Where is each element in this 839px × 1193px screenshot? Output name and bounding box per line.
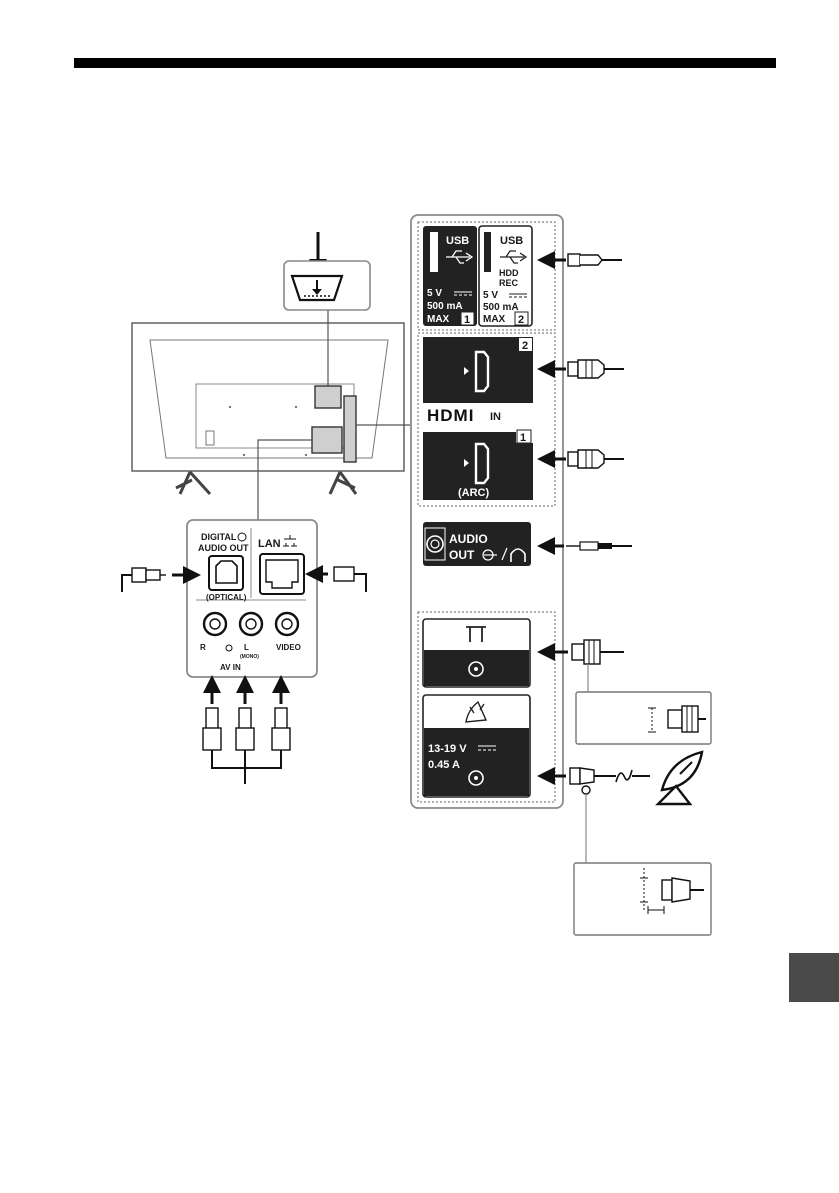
- optical-label: (OPTICAL): [206, 593, 247, 602]
- mono-label: (MONO): [240, 654, 259, 660]
- antenna-port: [423, 619, 530, 687]
- lan-cable: [314, 567, 366, 592]
- usb2-rec: REC: [499, 278, 519, 288]
- r-label: R: [200, 643, 206, 652]
- usb2-max: MAX: [483, 314, 506, 325]
- hdmi1-number: 1: [520, 432, 526, 444]
- rca-cables: [203, 684, 290, 784]
- optical-cable: [122, 568, 192, 592]
- av-in-label: AV IN: [220, 663, 241, 672]
- usb-port-2: USB HDD REC 5 V 500 mA MAX 2: [479, 226, 532, 326]
- tv-side-terminal: [344, 396, 356, 462]
- header-rule: [74, 58, 776, 68]
- hdmi-in-label: IN: [490, 411, 501, 423]
- hdmi2-number: 2: [522, 340, 528, 352]
- usb2-current: 500 mA: [483, 302, 519, 313]
- hdmi-logo: HDMI: [427, 406, 474, 425]
- audio-out-line2: OUT: [449, 548, 475, 562]
- l-label: L: [244, 643, 249, 652]
- tv-lower-terminal: [312, 427, 342, 453]
- audio-out-port: AUDIO OUT: [423, 522, 531, 566]
- usb1-title: USB: [446, 235, 469, 247]
- usb1-number: 1: [464, 314, 470, 326]
- satellite-plug-detail: [574, 863, 711, 935]
- antenna-plug-detail: [576, 692, 711, 744]
- digital-label: DIGITAL: [201, 532, 237, 542]
- usb2-voltage: 5 V: [483, 290, 498, 301]
- usb-port-1: USB 5 V 500 mA MAX 1: [423, 226, 477, 326]
- satellite-current: 0.45 A: [428, 759, 460, 771]
- usb2-title: USB: [500, 235, 523, 247]
- usb1-current: 500 mA: [427, 301, 463, 312]
- usb1-max: MAX: [427, 314, 450, 325]
- audio-out-label: AUDIO OUT: [198, 543, 249, 553]
- lan-label: LAN: [258, 538, 281, 550]
- satellite-port: 13-19 V 0.45 A: [423, 695, 530, 797]
- audio-out-line1: AUDIO: [449, 532, 488, 546]
- signal-icon-box: [284, 232, 370, 310]
- hdmi-arc-label: (ARC): [458, 487, 489, 499]
- video-label: VIDEO: [276, 643, 301, 652]
- tv-upper-terminal: [315, 386, 341, 408]
- usb1-voltage: 5 V: [427, 288, 442, 299]
- satellite-voltage: 13-19 V: [428, 743, 467, 755]
- side-tab: [789, 953, 839, 1002]
- usb2-hdd: HDD: [499, 268, 519, 278]
- tv-back: [132, 323, 404, 494]
- usb2-number: 2: [518, 314, 524, 326]
- satellite-dish: [658, 752, 702, 804]
